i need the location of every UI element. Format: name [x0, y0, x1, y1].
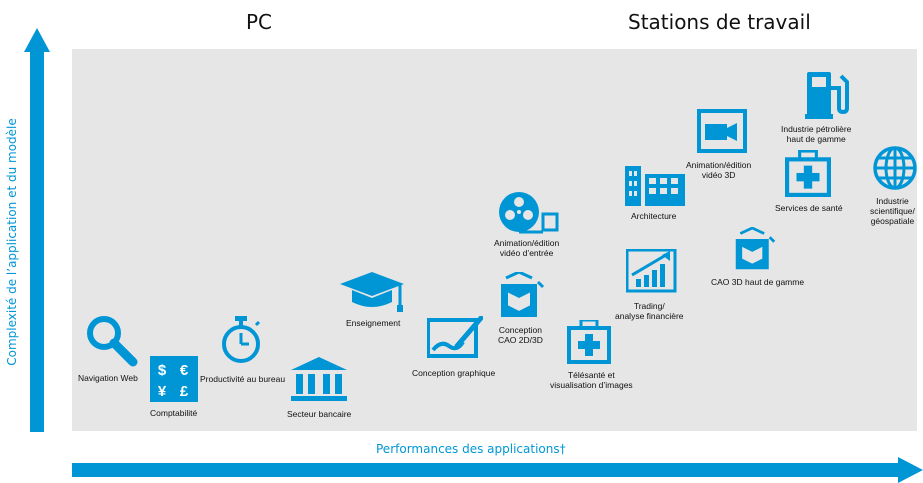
app-label-industrie-petroliere: Industrie pétrolière haut de gamme	[781, 124, 852, 144]
app-label-animation-3d: Animation/édition vidéo 3D	[686, 160, 752, 180]
pc-category-label: PC	[246, 10, 273, 34]
bar-chart-icon	[626, 249, 678, 293]
video-camera-icon	[697, 109, 747, 153]
app-label-secteur-bancaire: Secteur bancaire	[287, 409, 352, 419]
workstation-category-label: Stations de travail	[628, 10, 811, 34]
buildings-icon	[625, 166, 687, 206]
app-label-productivite: Productivité au bureau	[200, 374, 286, 384]
film-reel-icon	[499, 190, 561, 236]
currency-icon: $ € ¥ £	[150, 356, 198, 402]
app-label-enseignement: Enseignement	[346, 318, 401, 328]
diagram-panel	[72, 49, 917, 431]
cad-cube-icon	[498, 272, 546, 320]
vertical-axis-arrow	[30, 50, 44, 432]
app-label-telesante: Télésanté et visualisation d’images	[550, 370, 633, 390]
cad-cube-icon	[733, 227, 777, 273]
app-label-industrie-scientifique: Industrie scientifique/ géospatiale	[870, 196, 915, 226]
app-label-cao-haut-de-gamme: CAO 3D haut de gamme	[711, 277, 805, 287]
app-label-comptabilite: Comptabilité	[150, 408, 198, 418]
app-label-services-sante: Services de santé	[775, 203, 843, 213]
app-label-conception-graphique: Conception graphique	[412, 368, 496, 378]
stopwatch-icon	[219, 316, 263, 364]
app-label-conception-cao: Conception CAO 2D/3D	[498, 325, 543, 345]
medical-kit-icon	[785, 150, 831, 198]
bank-icon	[291, 357, 347, 401]
medical-kit-icon	[567, 320, 611, 364]
app-label-architecture: Architecture	[631, 211, 677, 221]
app-label-animation-entree: Animation/édition vidéo d’entrée	[494, 238, 560, 258]
horizontal-axis-label: Performances des applications†	[376, 442, 566, 456]
vertical-axis-label: Complexité de l’application et du modèle	[5, 118, 19, 366]
fuel-pump-icon	[805, 70, 851, 120]
vertical-axis-arrowhead	[24, 28, 50, 52]
graduation-cap-icon	[340, 272, 404, 316]
horizontal-axis-arrow	[72, 463, 902, 477]
app-label-navigation-web: Navigation Web	[78, 373, 138, 383]
magnifier-icon	[84, 313, 140, 369]
horizontal-axis-arrowhead	[898, 457, 923, 483]
app-label-trading: Trading/ analyse financière	[615, 301, 684, 321]
globe-icon	[872, 145, 918, 191]
drawing-tablet-icon	[427, 316, 483, 358]
svg-text:€: €	[180, 362, 189, 379]
svg-text:¥: ¥	[158, 383, 167, 400]
svg-text:£: £	[180, 383, 189, 400]
page-title	[0, 0, 230, 6]
svg-text:$: $	[158, 362, 167, 379]
